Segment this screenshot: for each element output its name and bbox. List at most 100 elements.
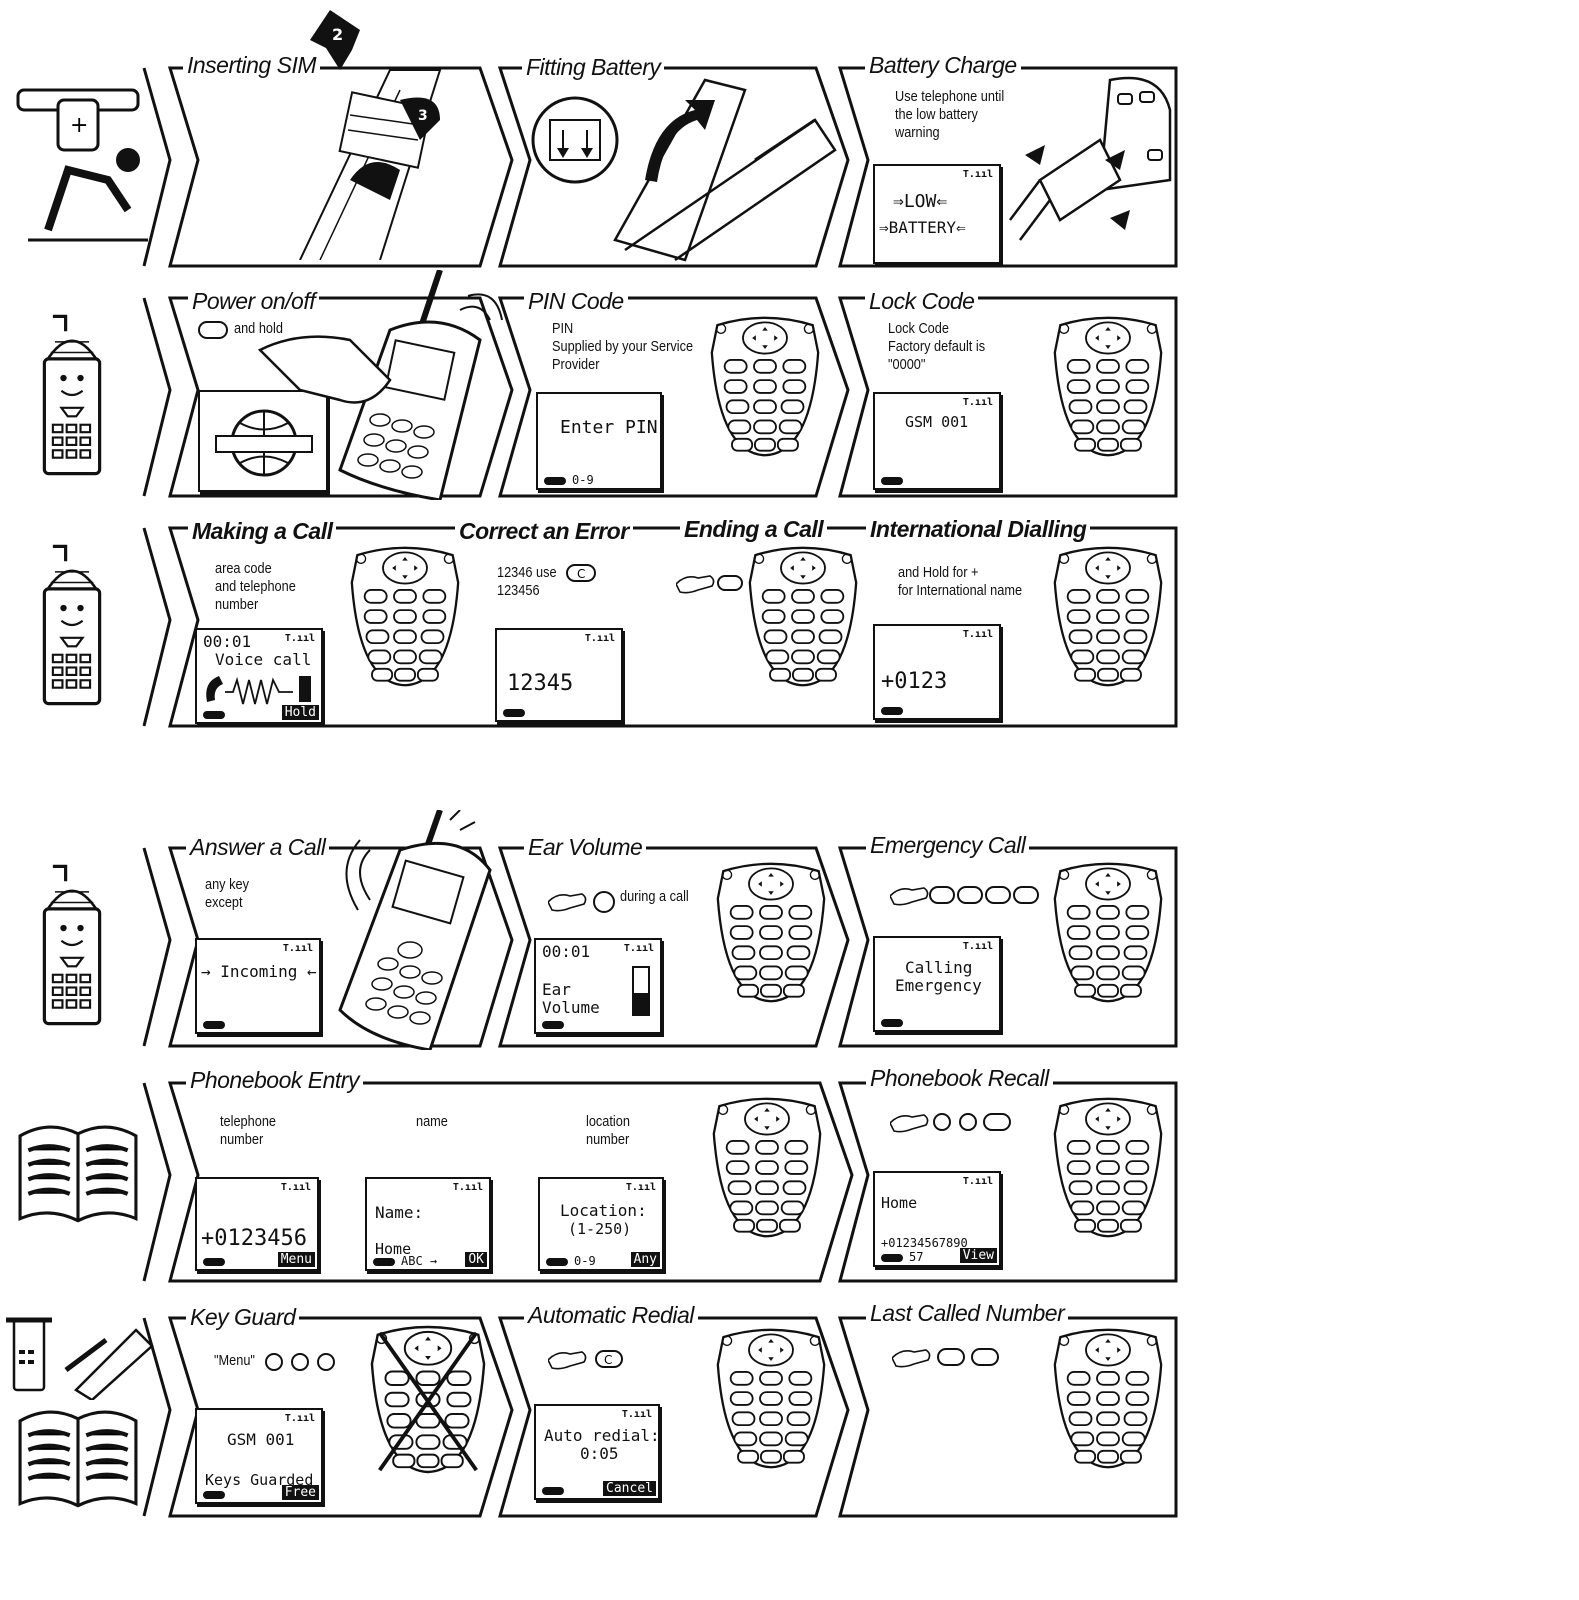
instruction-text: and hold [234,320,283,337]
menu-keys-icon [265,1353,335,1371]
redial-keys-icon: C [548,1350,623,1370]
clear-key-icon: C [566,564,596,582]
svg-text:C: C [604,1353,612,1367]
soft-key-left: 0-9 [574,1254,596,1268]
crossed-keypad-icon [370,1325,486,1474]
battery-indicator [544,477,566,485]
keypad-icon [1053,1097,1163,1238]
soft-key-left: 57 [909,1250,924,1264]
display-line-1: Home [881,1194,918,1212]
panel-title: PIN Code [524,288,628,314]
phone-display: T.ııl GSM 001 Keys Guarded Free [195,1408,323,1504]
display-line-1: +0123 [881,669,948,694]
instruction-text: and Hold for + for International name [898,564,1023,599]
recall-keys-icon [890,1113,1011,1133]
display-line-1: Calling [905,958,973,977]
signal-indicator: T.ııl [623,943,654,954]
instruction-text: telephone number [220,1113,277,1148]
display-line-2: +01234567890 [881,1236,968,1250]
row-6: Key Guard Automatic Redial Last Called N… [0,1290,1579,1520]
last-number-keys-icon [892,1348,999,1368]
panel-title: International Dialling [866,516,1091,542]
row-5: Phonebook Entry Phonebook Recall telepho… [0,1055,1579,1285]
phone-display: T.ııl Auto redial: 0:05 Cancel [534,1404,660,1500]
soft-key-right: Free [281,1485,319,1500]
row-5-frame [142,1081,1178,1283]
display-line-2: Keys Guarded [205,1471,314,1489]
keypad-icon [712,1097,822,1238]
display-line-3: Volume [542,998,600,1017]
svg-text:+: + [70,113,88,138]
panel-title: Automatic Redial [524,1302,698,1328]
display-line-1: Name: [375,1203,424,1222]
battery-indicator [881,477,903,485]
volume-level-bar [632,966,650,1016]
signal-indicator: T.ııl [584,633,615,644]
charger-plug-icon [1009,76,1172,241]
phone-accessories-icon [6,1317,154,1400]
panel-title: Lock Code [865,288,979,314]
soft-key-right: Menu [277,1252,315,1267]
svg-text:3: 3 [418,108,428,124]
signal-indicator: T.ııl [280,1182,311,1193]
display-line-1: GSM 001 [905,413,969,431]
book-icon [18,1115,138,1225]
battery-indicator [503,709,525,717]
instruction-text: "Menu" [214,1352,255,1369]
panel-title: Phonebook Entry [186,1067,363,1093]
phone-display: T.ııl → Incoming ← [195,938,321,1034]
panel-title: Phonebook Recall [866,1065,1053,1091]
panel-title: Key Guard [186,1304,300,1330]
signal-indicator: T.ııl [962,941,993,952]
display-line-2: Home [375,1240,412,1258]
battery-indicator [881,707,903,715]
display-line-1: Location: [560,1201,647,1220]
battery-indicator [203,1258,225,1266]
display-line-2: Ear [542,980,571,999]
soft-key-right: View [959,1248,997,1263]
keypad-icon [1053,862,1163,1003]
phone-in-hand-icon [257,270,503,500]
signal-indicator: T.ııl [452,1182,483,1193]
signal-indicator: T.ııl [962,1176,993,1187]
soft-key-right: OK [465,1252,487,1267]
display-line-1: 12345 [507,671,574,696]
phone-display [198,390,328,492]
soft-key-right: Cancel [603,1481,656,1496]
panel-title: Ending a Call [680,516,828,542]
phone-display: T.ııl GSM 001 [873,392,1001,490]
panel-title: Battery Charge [865,52,1021,78]
phone-display: Enter PIN 0-9 [536,392,662,490]
panel-title: Fitting Battery [522,54,665,80]
book-icon [18,1400,138,1510]
battery-indicator [203,711,225,719]
row-2: Power on/off PIN Code Lock Code and hold… [0,270,1579,500]
keypad-icon [716,862,826,1003]
battery-icon [531,78,837,262]
soft-key-right: Any [630,1252,660,1267]
instruction-text: Use telephone until the low battery warn… [895,88,1005,141]
row-1-frame [142,66,1178,268]
phone-display: T.ııl Home +01234567890 57 View [873,1171,1001,1267]
keypad-icon [1053,1328,1163,1469]
instruction-text: during a call [620,888,689,905]
display-line-1: GSM 001 [227,1430,295,1449]
phone-display: T.ııl 00:01 Ear Volume [534,938,662,1034]
display-line-2: ⇒BATTERY⇐ [879,218,966,237]
sim-card-icon: 2 3 [299,10,442,260]
soft-key-right: Hold [281,705,319,720]
phone-icon [42,314,102,476]
display-line-1: Auto redial: [544,1426,660,1445]
display-line-1: 00:01 [203,632,252,651]
display-line-1: → Incoming ← [201,962,317,981]
row-1: + Inserting SIM Fitting Battery Battery … [0,10,1579,268]
signal-indicator: T.ııl [962,397,993,408]
keypad-icon [716,1328,826,1469]
phone-display: T.ııl +0123456 Menu [195,1177,319,1271]
svg-text:2: 2 [332,25,343,44]
instruction-text: location number [586,1113,630,1148]
charger-icon: + [16,88,148,242]
panel-title: Ear Volume [524,834,647,860]
battery-indicator [881,1019,903,1027]
battery-indicator [542,1487,564,1495]
